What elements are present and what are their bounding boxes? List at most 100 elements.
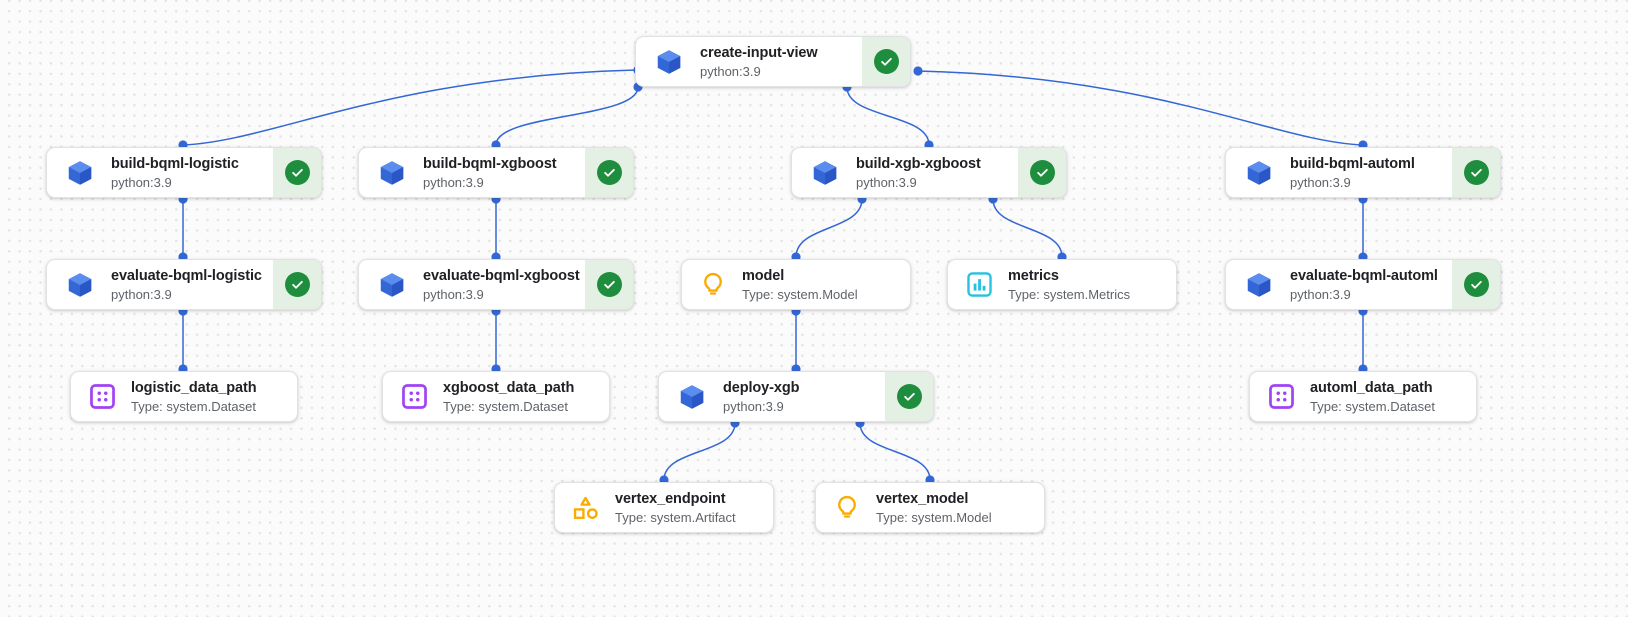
dag-edge <box>1358 306 1368 374</box>
node-title: vertex_endpoint <box>615 490 726 507</box>
dataset-icon <box>397 380 431 414</box>
node-body: evaluate-bqml-automl python:3.9 <box>1226 260 1452 309</box>
cube-icon <box>375 268 409 302</box>
node-subtitle: python:3.9 <box>423 286 484 302</box>
dag-edge <box>178 306 188 374</box>
node-title: automl_data_path <box>1310 379 1433 396</box>
dag-node-evaluate-bqml-logistic[interactable]: evaluate-bqml-logistic python:3.9 <box>46 259 322 310</box>
bar-chart-icon <box>962 268 996 302</box>
dag-edge-path <box>663 422 736 481</box>
dag-node-deploy-xgb[interactable]: deploy-xgb python:3.9 <box>658 371 934 422</box>
node-body: build-bqml-logistic python:3.9 <box>47 148 273 197</box>
dag-edge <box>913 66 1368 150</box>
node-title: model <box>742 267 785 284</box>
node-subtitle: python:3.9 <box>111 286 172 302</box>
check-circle-icon <box>1463 160 1489 185</box>
node-title: build-bqml-automl <box>1290 155 1415 172</box>
node-subtitle: python:3.9 <box>856 174 917 190</box>
artifact-shapes-icon <box>569 491 603 525</box>
dag-node-evaluate-bqml-automl[interactable]: evaluate-bqml-automl python:3.9 <box>1225 259 1501 310</box>
node-text: deploy-xgb python:3.9 <box>723 379 799 415</box>
dataset-icon <box>1264 380 1298 414</box>
dag-node-build-bqml-automl[interactable]: build-bqml-automl python:3.9 <box>1225 147 1501 198</box>
status-badge <box>273 148 321 197</box>
node-subtitle: Type: system.Model <box>742 286 858 302</box>
node-subtitle: python:3.9 <box>1290 286 1351 302</box>
check-circle-icon <box>896 384 922 409</box>
cube-icon <box>675 380 709 414</box>
dag-edge-path <box>495 86 639 146</box>
check-circle-icon <box>596 272 622 297</box>
cube-icon <box>63 156 97 190</box>
check-circle-icon <box>1463 272 1489 297</box>
dag-edge-path <box>859 422 931 481</box>
dag-edge <box>659 418 740 485</box>
node-title: create-input-view <box>700 44 818 61</box>
dag-edge-path <box>182 69 639 146</box>
node-title: build-bqml-xgboost <box>423 155 557 172</box>
dag-edge <box>988 194 1067 262</box>
lightbulb-icon <box>830 491 864 525</box>
edge-source-dot <box>913 66 923 76</box>
dag-node-build-bqml-logistic[interactable]: build-bqml-logistic python:3.9 <box>46 147 322 198</box>
node-subtitle: python:3.9 <box>1290 174 1351 190</box>
node-body: evaluate-bqml-logistic python:3.9 <box>47 260 273 309</box>
node-text: build-bqml-automl python:3.9 <box>1290 155 1415 191</box>
dag-edge <box>491 82 643 150</box>
node-title: deploy-xgb <box>723 379 800 396</box>
node-text: build-bqml-xgboost python:3.9 <box>423 155 557 191</box>
node-text: evaluate-bqml-automl python:3.9 <box>1290 267 1438 303</box>
node-text: build-bqml-logistic python:3.9 <box>111 155 239 191</box>
dag-node-create-input-view[interactable]: create-input-view python:3.9 <box>635 36 911 87</box>
node-subtitle: python:3.9 <box>723 398 784 414</box>
node-body: deploy-xgb python:3.9 <box>659 372 885 421</box>
cube-icon <box>808 156 842 190</box>
dag-edge <box>491 194 501 262</box>
cube-icon <box>652 45 686 79</box>
status-badge <box>862 37 910 86</box>
node-subtitle: Type: system.Model <box>876 509 992 525</box>
dataset-icon <box>85 380 119 414</box>
node-subtitle: Type: system.Artifact <box>615 509 736 525</box>
node-text: create-input-view python:3.9 <box>700 44 818 80</box>
status-badge <box>1452 148 1500 197</box>
dag-edge <box>178 65 643 150</box>
node-title: logistic_data_path <box>131 379 257 396</box>
node-subtitle: python:3.9 <box>111 174 172 190</box>
node-title: evaluate-bqml-logistic <box>111 267 262 284</box>
cube-icon <box>1242 156 1276 190</box>
node-title: build-bqml-logistic <box>111 155 239 172</box>
dag-edge <box>855 418 935 485</box>
cube-icon <box>375 156 409 190</box>
node-title: evaluate-bqml-automl <box>1290 267 1438 284</box>
node-subtitle: python:3.9 <box>423 174 484 190</box>
status-badge <box>885 372 933 421</box>
dag-edge <box>791 306 801 374</box>
node-text: evaluate-bqml-logistic python:3.9 <box>111 267 262 303</box>
node-subtitle: python:3.9 <box>700 63 761 79</box>
check-circle-icon <box>873 49 899 74</box>
dag-node-build-bqml-xgboost[interactable]: build-bqml-xgboost python:3.9 <box>358 147 634 198</box>
cube-icon <box>63 268 97 302</box>
